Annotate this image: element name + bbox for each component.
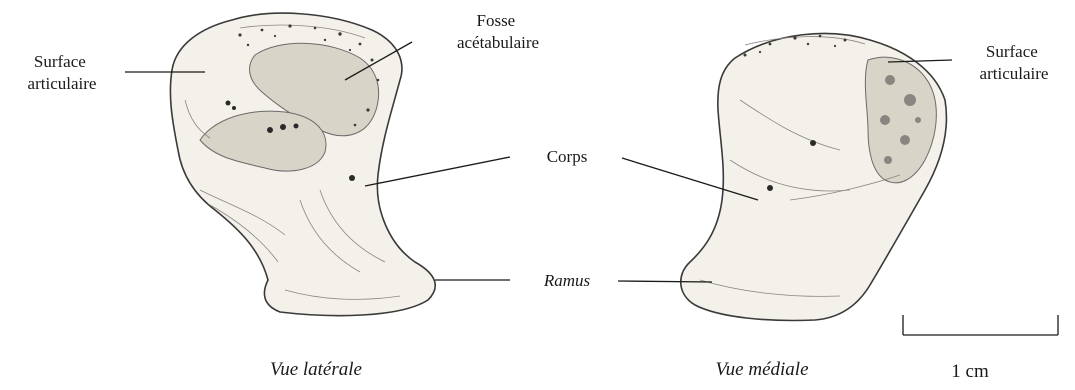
label-ramus: Ramus	[543, 271, 591, 290]
medial-view-bone-drawing	[681, 34, 947, 321]
scale-bar-label: 1 cm	[951, 361, 989, 382]
label-surface-articulaire-right: Surface articulaire	[980, 42, 1049, 83]
label-corps: Corps	[547, 147, 588, 166]
lateral-view-bone-drawing	[170, 13, 435, 315]
caption-vue-mediale: Vue médiale	[715, 359, 808, 380]
leader-corps-left	[365, 157, 510, 186]
label-surface-articulaire-left: Surface articulaire	[28, 52, 97, 93]
label-fosse-acetabulaire: Fosse acétabulaire	[457, 11, 539, 52]
scale-bar	[903, 315, 1058, 335]
caption-vue-laterale: Vue latérale	[270, 359, 362, 380]
